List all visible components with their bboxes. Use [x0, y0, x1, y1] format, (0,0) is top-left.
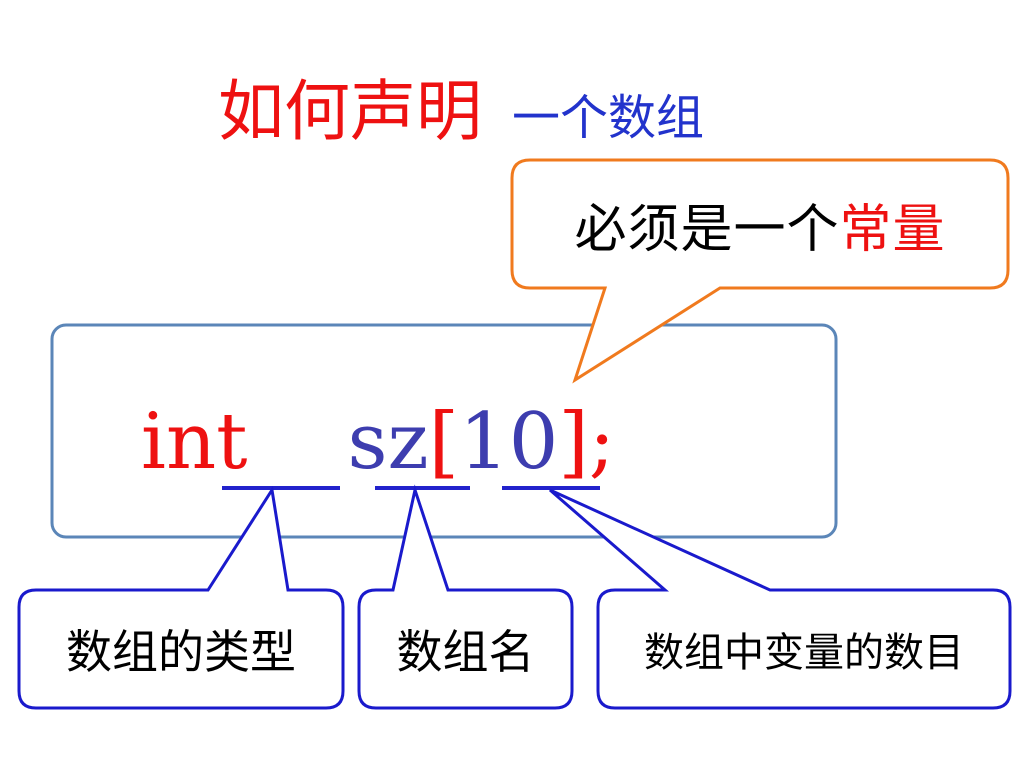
title-main: 如何声明: [218, 73, 482, 150]
array-declaration-code: int sz [ 10 ] ;: [141, 392, 615, 492]
title-subtitle: 一个数组: [512, 90, 705, 146]
bubble-text-normal: 必须是一个: [574, 199, 840, 260]
code-open-bracket: [: [428, 397, 460, 487]
type-label-callout: [17, 485, 345, 710]
code-name-token: sz: [347, 397, 429, 487]
bubble-text: 必须是一个常量: [512, 160, 1008, 288]
code-type-token: int: [141, 397, 248, 487]
code-container-box: [50, 323, 838, 539]
code-size-token: 10: [459, 397, 559, 487]
code-semicolon: ;: [588, 397, 616, 487]
constant-speech-bubble: [510, 158, 1010, 384]
slide-title: 如何声明 一个数组: [218, 58, 705, 150]
code-close-bracket: ]: [558, 397, 589, 487]
name-label-callout: [357, 484, 574, 710]
name-label: 数组名: [396, 625, 535, 679]
count-label-callout: [549, 488, 1012, 710]
bubble-text-highlight: 常量: [839, 199, 946, 260]
type-label: 数组的类型: [66, 625, 296, 679]
count-label: 数组中变量的数目: [644, 630, 964, 676]
